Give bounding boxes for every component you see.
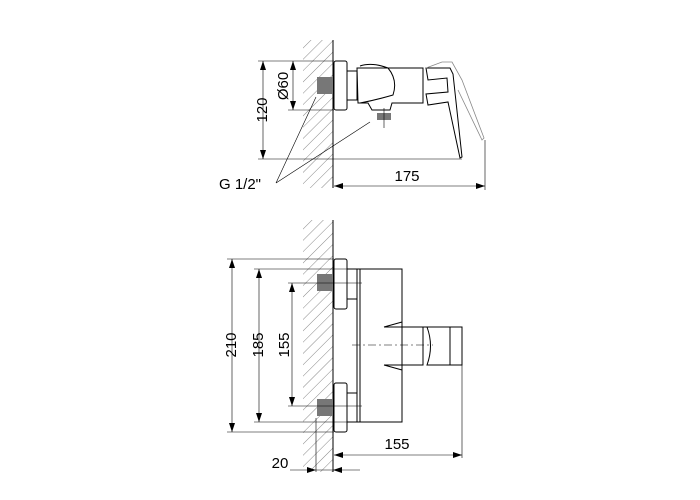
wall-hatch — [303, 40, 333, 188]
wall-flange — [333, 60, 348, 111]
front-view: 210 185 155 155 20 — [223, 220, 463, 473]
nut — [346, 70, 358, 101]
dim-body-height-label: 185 — [250, 332, 267, 357]
dim-projection-label: 155 — [384, 436, 409, 453]
lever — [425, 67, 463, 159]
dim-depth-label: 175 — [394, 168, 419, 185]
wall-flange-bottom — [333, 382, 348, 433]
outlet — [383, 321, 424, 371]
mixer-body — [356, 67, 424, 111]
dim-centers-label: 155 — [276, 332, 293, 357]
thread-inlet — [317, 77, 333, 94]
dim-offset-label: 20 — [272, 455, 289, 472]
thread-inlet-bottom — [317, 399, 333, 416]
handle — [423, 326, 463, 366]
dim-total-height-label: 210 — [223, 332, 240, 357]
mixer-body — [356, 268, 403, 423]
lever-alt-position — [425, 61, 485, 141]
dim-height-label: 120 — [254, 97, 271, 122]
dim-diameter-label: Ø60 — [275, 72, 292, 100]
top-view: 120 Ø60 175 G 1/2" — [219, 40, 486, 193]
thread-label: G 1/2" — [219, 176, 261, 193]
wall-flange-top — [333, 258, 348, 310]
thread-inlet-top — [317, 274, 333, 291]
